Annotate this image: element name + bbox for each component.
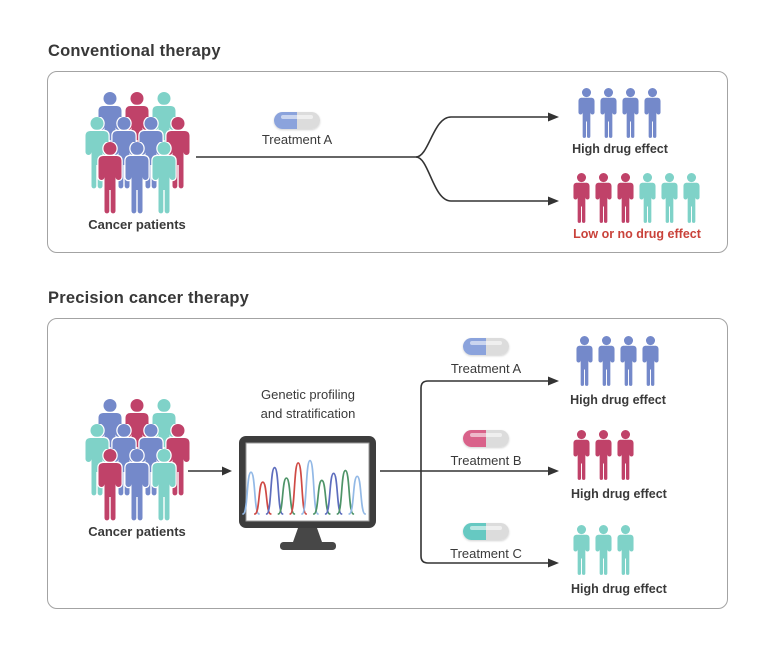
low-or-no-drug-effect-label: Low or no drug effect — [573, 227, 701, 241]
person-icon — [573, 173, 590, 223]
person-icon — [83, 424, 110, 497]
person-icon — [578, 88, 595, 138]
person-icon — [617, 525, 634, 575]
monitor-stand-neck — [293, 528, 322, 542]
person-icon — [595, 173, 612, 223]
cancer-patients-crowd-icon — [81, 92, 193, 215]
arrowhead-icon — [548, 196, 559, 206]
chromatogram — [242, 459, 367, 515]
treatment-b-people-group — [571, 430, 636, 481]
pill-icon-treatment-a — [463, 338, 509, 355]
treatment-a-label: Treatment A — [261, 132, 333, 147]
arrowhead-icon — [548, 112, 559, 122]
arrowhead-icon — [548, 466, 559, 476]
precision-panel: Cancer patients Genetic profiling and st… — [47, 318, 728, 609]
person-icon — [595, 525, 612, 575]
person-icon — [683, 173, 700, 223]
high-effect-people-group — [576, 88, 663, 139]
treatment-c-people-group — [571, 525, 636, 576]
pill-icon-treatment-c — [463, 523, 509, 540]
high-drug-effect-label: High drug effect — [571, 582, 667, 596]
person-icon — [661, 173, 678, 223]
person-icon — [600, 88, 617, 138]
low-effect-people-group — [571, 173, 702, 224]
person-icon — [573, 430, 590, 480]
person-icon — [644, 88, 661, 138]
person-icon — [110, 424, 137, 497]
genetic-profiling-line1: Genetic profiling — [261, 387, 355, 402]
person-icon — [124, 92, 150, 165]
person-icon — [97, 92, 123, 165]
arrowhead-icon — [548, 558, 559, 568]
treatment-a-label: Treatment A — [450, 361, 522, 376]
high-drug-effect-label: High drug effect — [570, 393, 666, 407]
person-icon — [642, 336, 659, 386]
person-icon — [97, 449, 123, 522]
person-icon — [151, 449, 177, 522]
person-icon — [639, 173, 656, 223]
monitor-icon — [239, 436, 376, 550]
cancer-patients-label: Cancer patients — [88, 217, 186, 232]
high-drug-effect-label: High drug effect — [572, 142, 668, 156]
conventional-panel: Cancer patients Treatment A High drug ef… — [47, 71, 728, 253]
person-icon — [124, 449, 150, 522]
pill-icon-treatment-a — [274, 112, 320, 129]
person-icon — [576, 336, 593, 386]
person-icon — [83, 117, 110, 190]
cancer-patients-label: Cancer patients — [88, 524, 186, 539]
cancer-patients-crowd-icon — [81, 399, 193, 522]
person-icon — [598, 336, 615, 386]
person-icon — [573, 525, 590, 575]
high-drug-effect-label: High drug effect — [571, 487, 667, 501]
arrowhead-icon — [548, 376, 559, 386]
person-icon — [595, 430, 612, 480]
treatment-a-people-group — [574, 336, 661, 387]
monitor-stand-base — [280, 542, 336, 550]
person-icon — [622, 88, 639, 138]
person-icon — [151, 142, 177, 215]
person-icon — [124, 142, 150, 215]
person-icon — [97, 142, 123, 215]
arrowhead-icon — [222, 466, 232, 476]
person-icon — [620, 336, 637, 386]
person-icon — [617, 173, 634, 223]
genetic-profiling-label: Genetic profiling and stratification — [233, 385, 383, 423]
pill-icon-treatment-b — [463, 430, 509, 447]
genetic-profiling-line2: and stratification — [260, 406, 356, 421]
precision-title: Precision cancer therapy — [48, 289, 250, 307]
treatment-c-label: Treatment C — [450, 546, 522, 561]
treatment-b-label: Treatment B — [450, 453, 522, 468]
person-icon — [617, 430, 634, 480]
conventional-title: Conventional therapy — [48, 42, 221, 60]
